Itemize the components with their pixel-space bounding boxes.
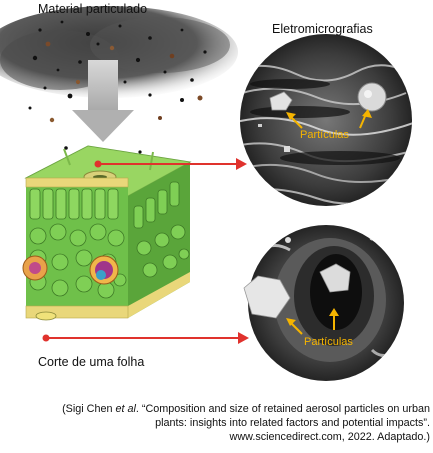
micrograph-top: [240, 34, 412, 206]
particles-label-bottom: Partículas: [304, 336, 353, 348]
particle-arrows-bottom: [286, 308, 339, 335]
caption-line2: plants: insights into related factors an…: [155, 417, 430, 429]
micrograph-bottom: [243, 225, 404, 381]
particle-arrows-top: [286, 109, 372, 129]
caption-line3: www.sciencedirect.com, 2022. Adaptado.): [229, 431, 430, 443]
particles-colored: [45, 41, 203, 123]
pointer-arrow-bottom: [42, 332, 249, 344]
particles-label-top: Partículas: [300, 129, 349, 141]
label-material-particulado: Material particulado: [38, 2, 148, 16]
caption-etal: et al: [115, 403, 136, 415]
particulate-cloud: [0, 6, 238, 98]
leaf-particulate-diagram: Partículas Partículas: [0, 6, 412, 381]
caption-open: (Sigi Chen: [62, 403, 116, 415]
particles: [28, 20, 207, 110]
label-eletromicrografias: Eletromicrografias: [272, 22, 373, 36]
source-caption: (Sigi Chen et al. “Composition and size …: [0, 402, 430, 444]
down-arrow-icon: [72, 60, 134, 142]
caption-line1: . “Composition and size of retained aero…: [135, 403, 430, 415]
label-corte-folha: Corte de uma folha: [38, 355, 145, 369]
pointer-arrow-top: [94, 158, 247, 170]
leaf-cross-section: [22, 145, 192, 321]
